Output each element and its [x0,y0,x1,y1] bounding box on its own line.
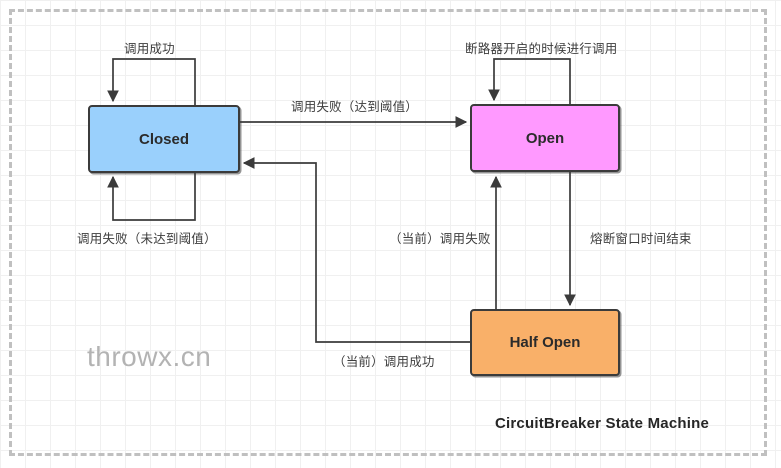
edge-label-half-open-to-closed: （当前）调用成功 [333,355,435,369]
edge-closed-self-bottom [107,173,196,221]
state-node-half-open[interactable]: Half Open [470,309,620,376]
edge-label-closed-to-open: 调用失败（达到阈值） [291,100,419,114]
edge-label-closed-self-bottom: 调用失败（未达到阈值） [77,232,217,246]
edge-label-closed-self-top: 调用成功 [124,42,175,56]
edge-label-half-open-to-open: （当前）调用失败 [389,232,491,246]
watermark: throwx.cn [87,341,212,372]
edge-label-open-to-half-open: 熔断窗口时间结束 [590,232,692,246]
edge-closed-self-top [107,58,196,105]
state-node-open[interactable]: Open [470,104,620,172]
state-label-open: Open [525,129,565,147]
state-label-closed: Closed [138,130,189,148]
edge-open-self [488,58,571,104]
edge-label-open-self: 断路器开启的时候进行调用 [465,42,618,56]
state-node-closed[interactable]: Closed [88,105,240,173]
state-label-half-open: Half Open [509,334,581,351]
diagram-title: CircuitBreaker State Machine [495,415,710,432]
edge-half-open-to-closed [242,157,470,343]
